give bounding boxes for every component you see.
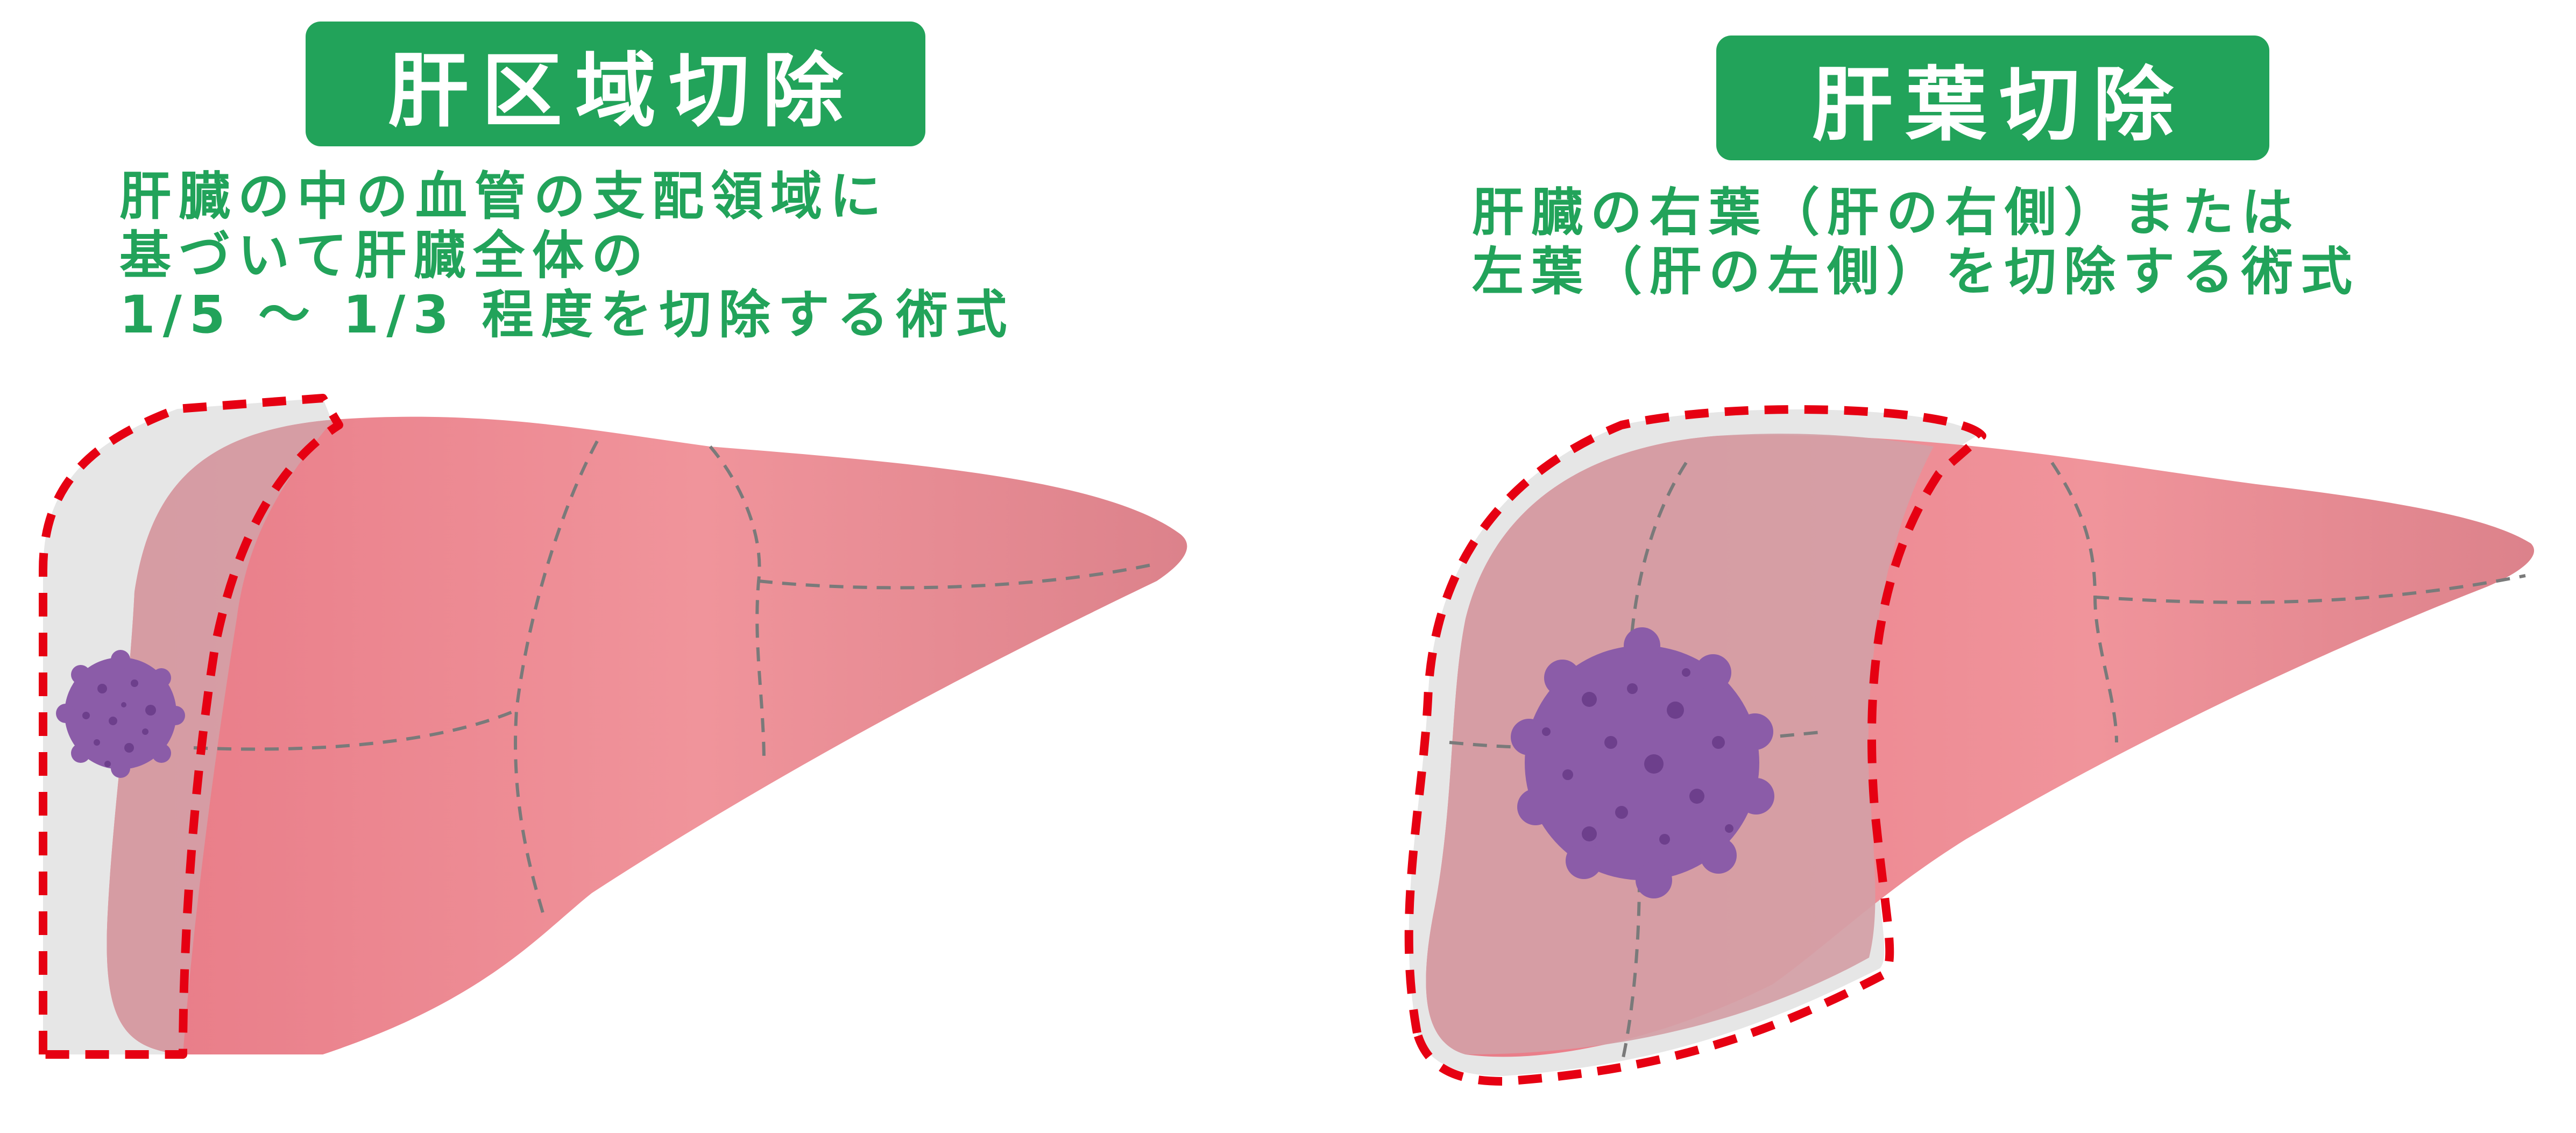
resected-segment xyxy=(107,420,334,1054)
segmentectomy-description: 肝臓の中の血管の支配領域に 基づいて肝臓全体の 1/5 ～ 1/3 程度を切除す… xyxy=(119,167,1015,344)
liver xyxy=(107,416,1187,1054)
lobectomy-title: 肝葉切除 xyxy=(1716,36,2269,160)
description-line: 1/5 ～ 1/3 程度を切除する術式 xyxy=(119,285,1015,345)
segmentectomy-panel: 肝区域切除 肝臓の中の血管の支配領域に 基づいて肝臓全体の 1/5 ～ 1/3 … xyxy=(39,22,1187,1059)
lobectomy-panel: 肝葉切除 肝臓の右葉（肝の右側）または 左葉（肝の左側）を切除する術式 xyxy=(1288,0,2576,1133)
cut-line xyxy=(39,394,343,1059)
tumor xyxy=(56,650,185,778)
tumor xyxy=(1511,627,1774,898)
segment-boundaries xyxy=(193,440,1152,915)
lobectomy-diagram xyxy=(1404,405,2535,1086)
description-line: 左葉（肝の左側）を切除する術式 xyxy=(1472,242,2360,302)
segmentectomy-diagram xyxy=(39,394,1187,1059)
segmentectomy-title: 肝区域切除 xyxy=(306,22,925,146)
description-line: 肝臓の中の血管の支配領域に xyxy=(119,166,889,226)
lobectomy-description: 肝臓の右葉（肝の右側）または 左葉（肝の左側）を切除する術式 xyxy=(1472,183,2360,301)
description-line: 肝臓の右葉（肝の右側）または xyxy=(1472,182,2301,243)
description-line: 基づいて肝臓全体の xyxy=(119,225,651,286)
cut-line xyxy=(1404,405,1986,1086)
